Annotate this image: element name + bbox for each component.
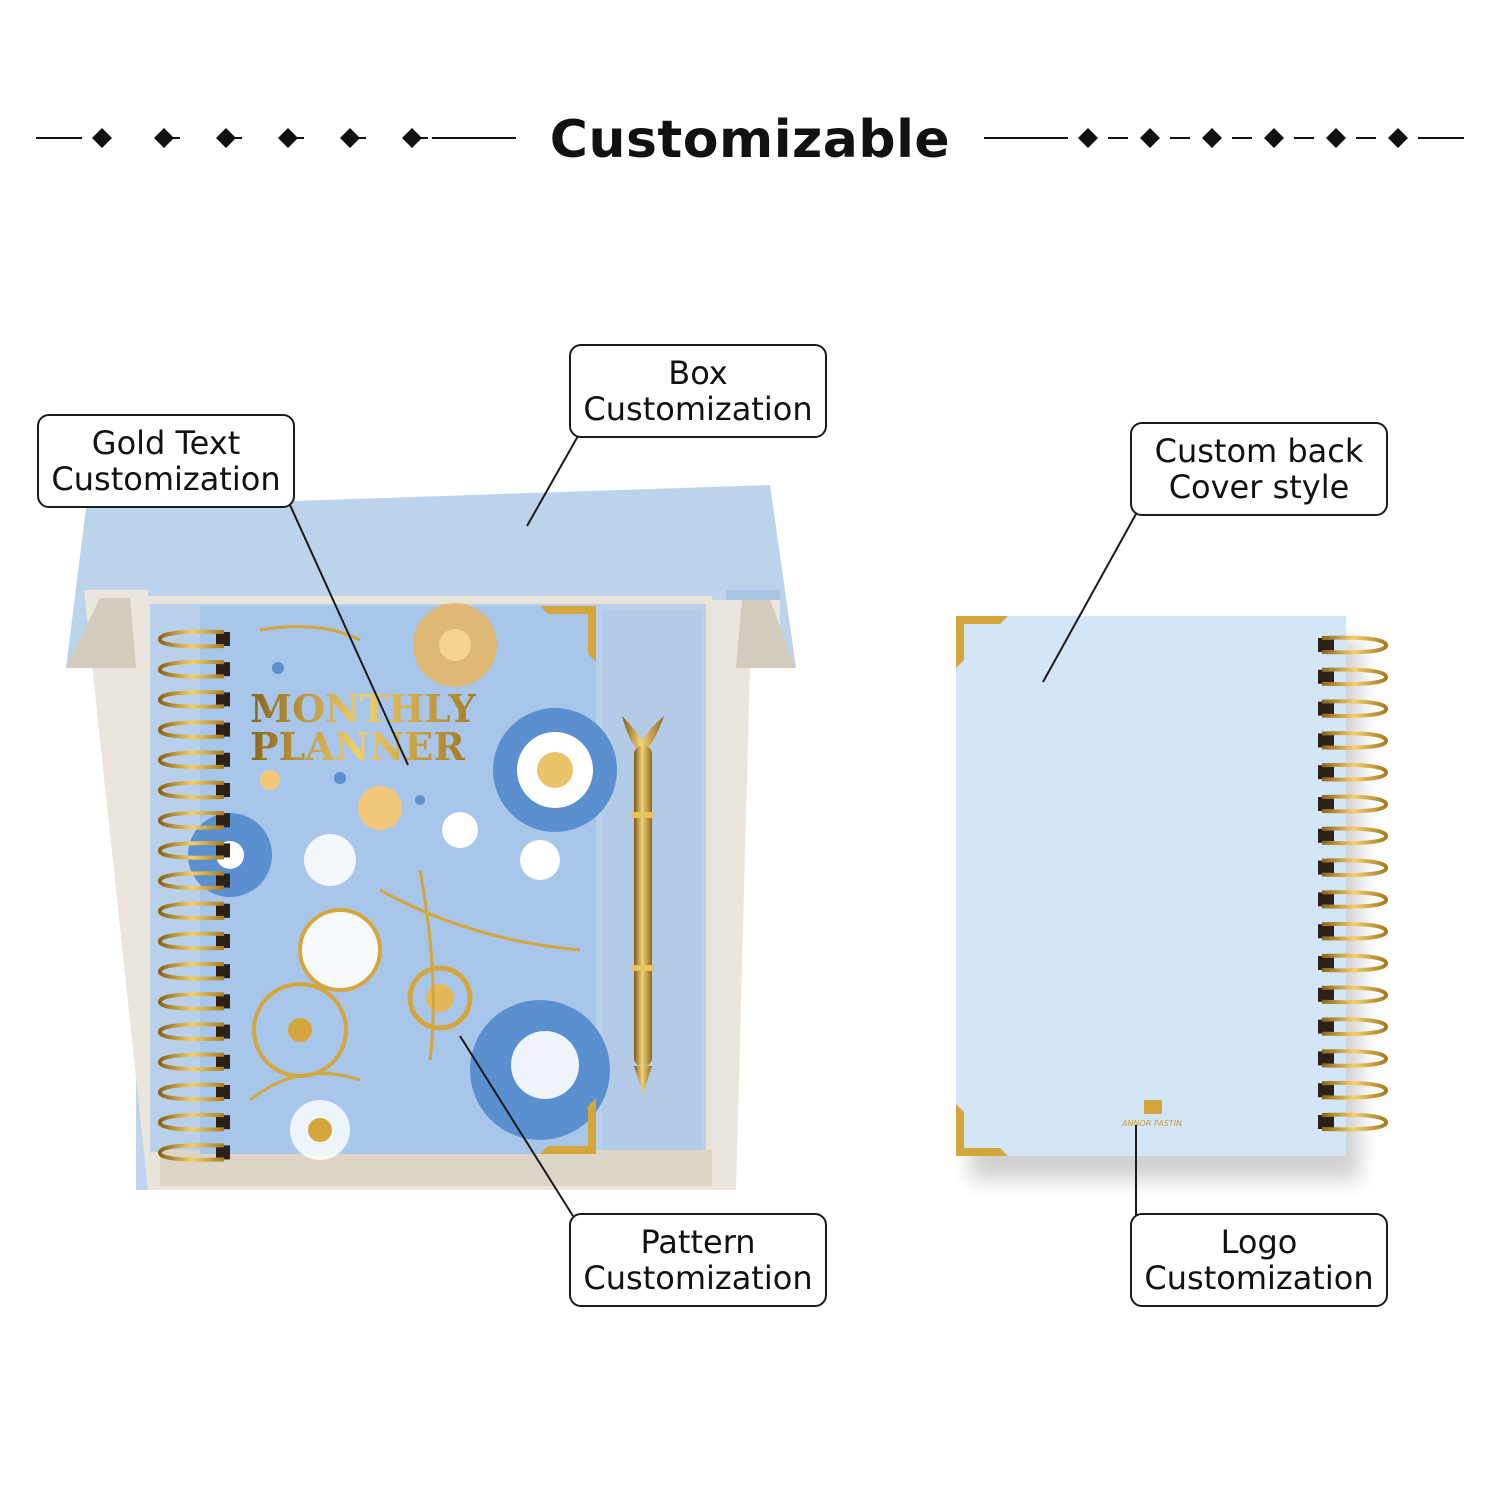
spiral-ring [1321, 1080, 1388, 1100]
spiral-hole [1318, 1051, 1334, 1066]
spiral-ring [1321, 731, 1388, 750]
spiral-ring [158, 961, 225, 981]
spiral-hole [1318, 733, 1334, 748]
spiral-ring [1321, 1112, 1388, 1132]
mermaid-pen [622, 716, 664, 1094]
spiral-hole [216, 903, 230, 918]
spiral-hole [1318, 1019, 1334, 1034]
spiral-binding [158, 629, 230, 1162]
spiral-ring [1321, 667, 1388, 687]
spiral-ring [1321, 1017, 1388, 1036]
spiral-hole [216, 1085, 230, 1099]
spiral-ring [1321, 890, 1388, 909]
box-customization-label: Box Customization [569, 344, 827, 438]
spiral-hole [1318, 828, 1334, 843]
monthly-planner: MONTHLY PLANNER [158, 603, 617, 1162]
spiral-ring [1321, 953, 1388, 973]
spiral-ring [1321, 921, 1388, 941]
spiral-ring [158, 1082, 225, 1102]
spiral-hole [216, 752, 230, 767]
callout-leader-lines [289, 435, 1137, 1217]
gold-corner-icon [956, 1104, 1008, 1156]
spiral-ring [158, 841, 225, 860]
spiral-hole [216, 1115, 230, 1130]
spiral-ring [158, 901, 225, 921]
planner-title-line1: MONTHLY [250, 686, 476, 731]
spiral-ring [158, 720, 225, 739]
gold-corner-icon [540, 1098, 596, 1154]
gold-text-customization-label: Gold Text Customization [37, 414, 295, 508]
brand-logo-icon [1144, 1100, 1162, 1114]
spiral-hole [216, 1054, 230, 1069]
spiral-ring [158, 1112, 225, 1132]
spiral-hole [216, 964, 230, 979]
spiral-hole [1318, 638, 1334, 652]
gold-corner-icon [540, 606, 596, 662]
spiral-ring [1321, 699, 1388, 718]
spiral-hole [1318, 1083, 1334, 1098]
spiral-hole [1318, 701, 1334, 716]
spiral-ring [1321, 1049, 1388, 1068]
spiral-hole [1318, 669, 1334, 684]
spiral-ring [158, 931, 225, 951]
brand-logo-text: ANNOR PASTIN [1121, 1119, 1182, 1128]
logo-customization-label: Logo Customization [1130, 1213, 1388, 1307]
planner-title-line2: PLANNER [250, 724, 465, 769]
right-diamond-divider [984, 128, 1464, 148]
spiral-binding [1318, 635, 1388, 1132]
spiral-hole [216, 692, 230, 707]
spiral-hole [216, 662, 230, 677]
spiral-ring [158, 690, 225, 709]
spiral-ring [1321, 635, 1388, 655]
spiral-hole [216, 843, 230, 858]
spiral-hole [216, 994, 230, 1009]
spiral-hole [1318, 797, 1334, 811]
spiral-hole [216, 934, 230, 948]
spiral-hole [1318, 892, 1334, 907]
back-notebook: ANNOR PASTIN [956, 616, 1388, 1180]
spiral-hole [216, 813, 230, 828]
spiral-hole [1318, 987, 1334, 1002]
pattern-customization-label: Pattern Customization [569, 1213, 827, 1307]
spiral-hole [216, 783, 230, 797]
left-diamond-divider [36, 128, 516, 148]
page-title: Customizable [549, 110, 951, 170]
spiral-hole [216, 722, 230, 737]
custom-back-cover-label: Custom back Cover style [1130, 422, 1388, 516]
spiral-ring [158, 871, 225, 890]
spiral-ring [158, 1022, 225, 1041]
spiral-ring [158, 810, 225, 830]
spiral-hole [1318, 956, 1334, 970]
floral-pattern [188, 603, 617, 1160]
spiral-hole [216, 1145, 230, 1160]
spiral-hole [216, 632, 230, 646]
spiral-ring [158, 1052, 225, 1072]
spiral-ring [158, 992, 225, 1011]
spiral-ring [1321, 985, 1388, 1005]
spiral-ring [1321, 826, 1388, 846]
gold-corner-icon [956, 616, 1008, 668]
spiral-ring [158, 1143, 225, 1162]
spiral-hole [1318, 1115, 1334, 1129]
spiral-ring [158, 659, 225, 679]
spiral-hole [1318, 924, 1334, 939]
spiral-hole [1318, 765, 1334, 780]
spiral-ring [158, 629, 225, 649]
spiral-hole [216, 1024, 230, 1039]
spiral-ring [158, 780, 225, 800]
spiral-hole [216, 873, 230, 888]
spiral-ring [1321, 762, 1388, 782]
spiral-ring [158, 750, 225, 770]
spiral-ring [1321, 794, 1388, 814]
spiral-ring [1321, 858, 1388, 877]
spiral-hole [1318, 860, 1334, 875]
